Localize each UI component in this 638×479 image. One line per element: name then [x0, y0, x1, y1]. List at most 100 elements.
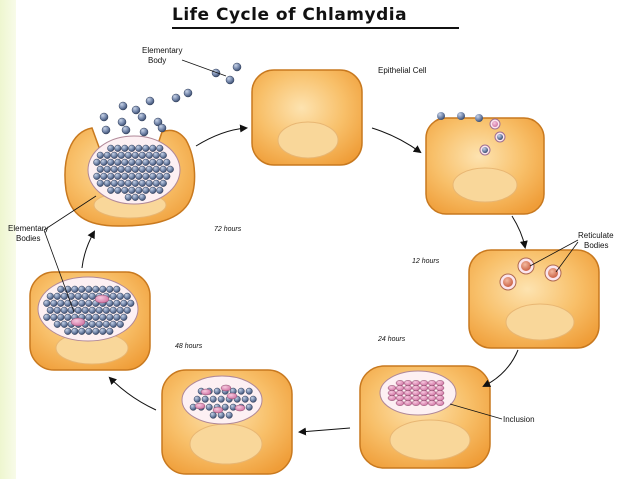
elementary-body: [96, 151, 104, 159]
elementary-body: [156, 186, 164, 194]
inclusion-body: [427, 380, 437, 386]
time-48-hours: 48 hours: [175, 343, 203, 350]
inclusion-body: [427, 395, 437, 401]
elementary-body: [107, 172, 115, 180]
elementary-body: [92, 313, 100, 321]
elementary-body: [81, 306, 89, 314]
elementary-body: [139, 127, 149, 137]
leader-reticulate-a: [529, 239, 579, 267]
reticulate-body: [212, 406, 224, 414]
elementary-body: [113, 285, 121, 293]
elementary-body: [138, 179, 146, 187]
elementary-body: [201, 395, 209, 403]
elementary-body: [114, 186, 122, 194]
elementary-body: [457, 112, 465, 120]
elementary-body: [135, 186, 143, 194]
elementary-body: [110, 151, 118, 159]
inclusion-body: [435, 385, 445, 391]
cell-release-stage: [64, 62, 242, 227]
elementary-body: [142, 172, 150, 180]
inclusion-body: [419, 395, 429, 401]
elementary-body: [103, 165, 111, 173]
inclusion-body: [411, 380, 421, 386]
elementary-body: [193, 395, 201, 403]
elementary-body: [109, 320, 117, 328]
elementary-body: [213, 387, 221, 395]
elementary-body: [88, 292, 96, 300]
elementary-body: [123, 306, 131, 314]
elementary-body: [57, 299, 65, 307]
inclusion-bodies: [43, 285, 135, 335]
elementary-body: [131, 193, 139, 201]
elementary-body: [118, 101, 128, 111]
elementary-body: [245, 403, 253, 411]
elementary-body: [93, 172, 101, 180]
elementary-body: [50, 313, 58, 321]
elementary-body: [106, 327, 114, 335]
elementary-body: [60, 306, 68, 314]
inclusion-body: [411, 400, 421, 406]
elementary-body: [128, 144, 136, 152]
elementary-body: [145, 96, 155, 106]
reticulate-body: [226, 392, 238, 400]
elementary-body: [475, 114, 483, 122]
elementary-body: [85, 285, 93, 293]
inclusion-body: [403, 390, 413, 396]
elementary-body: [116, 292, 124, 300]
elementary-body: [156, 172, 164, 180]
elementary-body: [78, 285, 86, 293]
elementary-body: [88, 306, 96, 314]
elementary-body: [106, 313, 114, 321]
elementary-body: [117, 151, 125, 159]
elementary-body: [71, 327, 79, 335]
arrow-5: [298, 427, 351, 436]
nucleus: [277, 121, 339, 159]
elementary-body: [128, 186, 136, 194]
elementary-body: [96, 165, 104, 173]
elementary-body: [128, 172, 136, 180]
inclusion-body: [419, 400, 429, 406]
elementary-body: [71, 299, 79, 307]
elementary-body: [101, 125, 111, 135]
cell-uninfected: [251, 69, 363, 166]
inclusion-body: [403, 395, 413, 401]
elementary-body: [145, 179, 153, 187]
label-inclusion: Inclusion: [503, 415, 535, 424]
elementary-body: [237, 387, 245, 395]
elementary-body: [99, 112, 109, 122]
elementary-body: [121, 144, 129, 152]
elementary-body: [88, 320, 96, 328]
label-elementary-bodies: Elementary Bodies: [8, 224, 49, 243]
inclusion-body: [435, 395, 445, 401]
elementary-body: [95, 320, 103, 328]
elementary-body: [145, 151, 153, 159]
elementary-body: [156, 144, 164, 152]
reticulate-body: [548, 268, 558, 278]
elementary-body: [249, 395, 257, 403]
elementary-body: [121, 125, 131, 135]
elementary-body: [107, 158, 115, 166]
cell-reticulate-stage: [468, 249, 600, 349]
time-72-hours: 72 hours: [214, 226, 242, 233]
elementary-body: [43, 313, 51, 321]
elementary-body: [102, 320, 110, 328]
elementary-body: [64, 313, 72, 321]
elementary-body: [74, 306, 82, 314]
elementary-body: [209, 395, 217, 403]
elementary-body: [225, 75, 235, 85]
elementary-body: [78, 327, 86, 335]
elementary-body: [53, 320, 61, 328]
elementary-body: [107, 186, 115, 194]
elementary-body: [437, 112, 445, 120]
elementary-body: [152, 179, 160, 187]
elementary-body: [166, 165, 174, 173]
elementary-body: [149, 158, 157, 166]
reticulate-body: [94, 294, 110, 304]
cell-inclusion-stage: [359, 365, 491, 469]
elementary-body: [116, 306, 124, 314]
arrow-1: [195, 124, 248, 147]
elementary-body: [241, 395, 249, 403]
inclusion-body: [411, 385, 421, 391]
elementary-body: [124, 193, 132, 201]
